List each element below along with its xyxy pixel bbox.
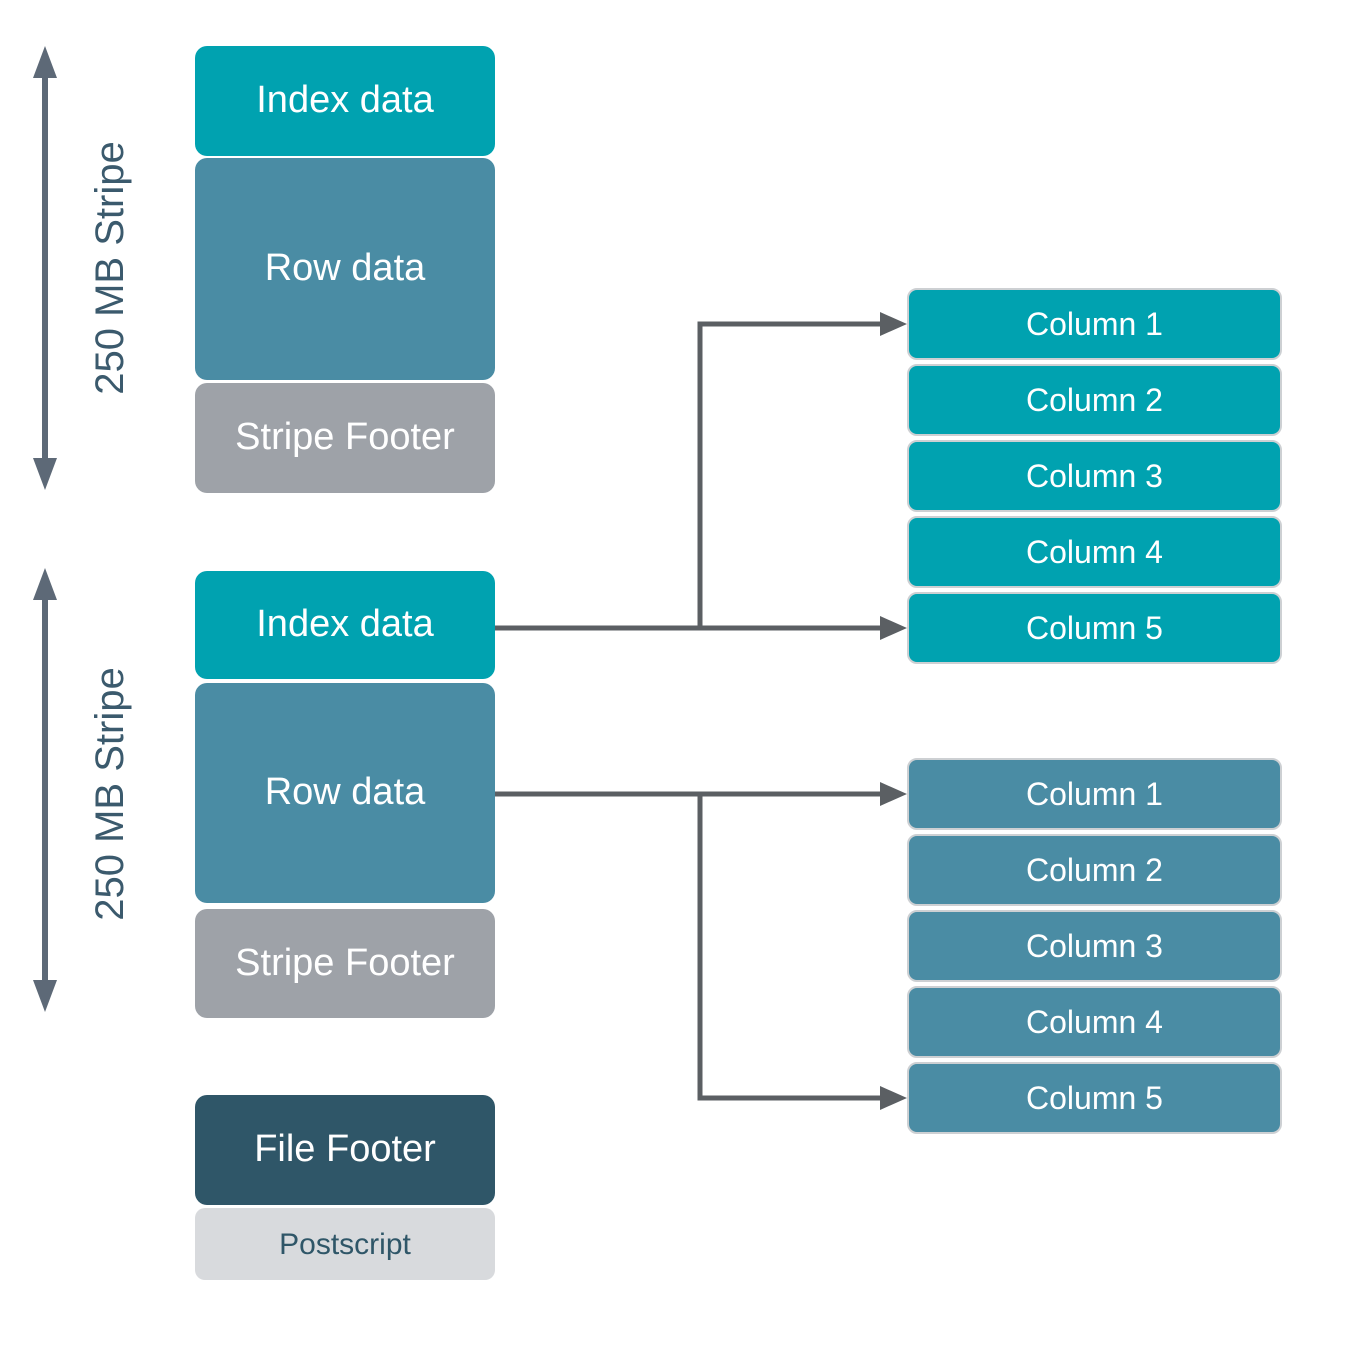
connector-indexdata-to-columns [495, 312, 907, 640]
stripe2-row-data-block: Row data [195, 683, 495, 903]
postscript-block: Postscript [195, 1208, 495, 1280]
column-group2-box5: Column 5 [907, 1062, 1282, 1134]
column-group2-box3: Column 3 [907, 910, 1282, 982]
column-group2-box1: Column 1 [907, 758, 1282, 830]
arrowhead-to-column5-top-icon [880, 616, 907, 640]
stripe2-index-data-block: Index data [195, 571, 495, 679]
measure-arrow-stripe2-icon [33, 568, 57, 1012]
file-footer-block: File Footer [195, 1095, 495, 1205]
stripe2-stripe-footer-block: Stripe Footer [195, 909, 495, 1018]
arrowhead-to-column5-bottom-icon [880, 1086, 907, 1110]
column-group1-box1: Column 1 [907, 288, 1282, 360]
connector-rowdata-to-columns [495, 782, 907, 1110]
stripe1-stripe-footer-block: Stripe Footer [195, 383, 495, 493]
column-group2-box2: Column 2 [907, 834, 1282, 906]
column-group1-box2: Column 2 [907, 364, 1282, 436]
column-group1-box4: Column 4 [907, 516, 1282, 588]
measure-arrow-stripe1-icon [33, 46, 57, 490]
column-group1-box5: Column 5 [907, 592, 1282, 664]
arrowhead-to-column1-top-icon [880, 312, 907, 336]
stripe1-size-label: 250 MB Stripe [88, 141, 132, 395]
column-group1-box3: Column 3 [907, 440, 1282, 512]
stripe1-row-data-block: Row data [195, 158, 495, 380]
column-group2-box4: Column 4 [907, 986, 1282, 1058]
arrowhead-to-column1-bottom-icon [880, 782, 907, 806]
stripe1-index-data-block: Index data [195, 46, 495, 156]
stripe2-size-label: 250 MB Stripe [88, 667, 132, 921]
